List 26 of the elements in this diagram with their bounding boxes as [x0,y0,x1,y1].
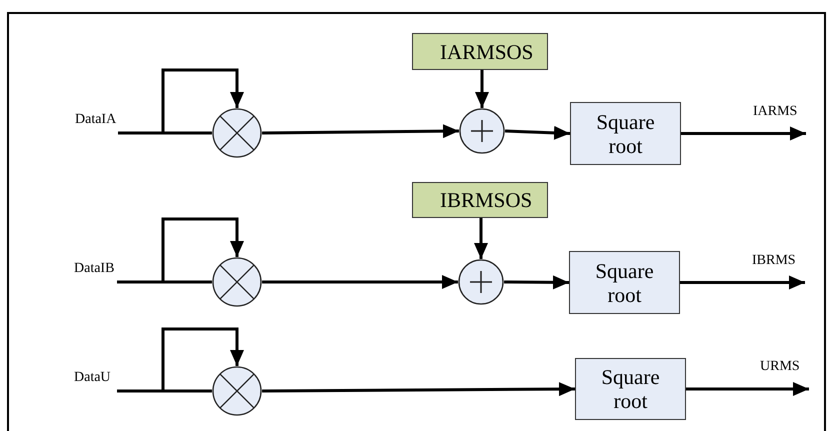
arrow [262,382,575,396]
arrow [680,276,805,290]
arrow [475,70,489,108]
summing-circle [458,259,504,305]
arrow [504,126,570,140]
multiplier-circle [212,366,262,416]
arrow [162,68,244,133]
multiplier-circle [212,108,262,158]
connector-line [117,390,212,392]
square-root-box: Square root [575,358,686,420]
connector-line [118,132,212,134]
arrow [162,218,244,282]
arrow [162,328,244,391]
summing-circle [459,108,505,154]
square-root-box: Square root [570,102,681,165]
multiplier-circle [212,257,262,307]
offset-box: IBRMSOS [412,182,548,218]
arrow [474,218,488,259]
connector-line [117,280,212,284]
arrow [681,126,806,140]
arrow [262,275,458,289]
square-root-box: Square root [569,251,680,314]
arrow [686,382,809,396]
arrow [504,275,570,290]
offset-box: IARMSOS [412,33,548,70]
arrow [262,124,460,138]
